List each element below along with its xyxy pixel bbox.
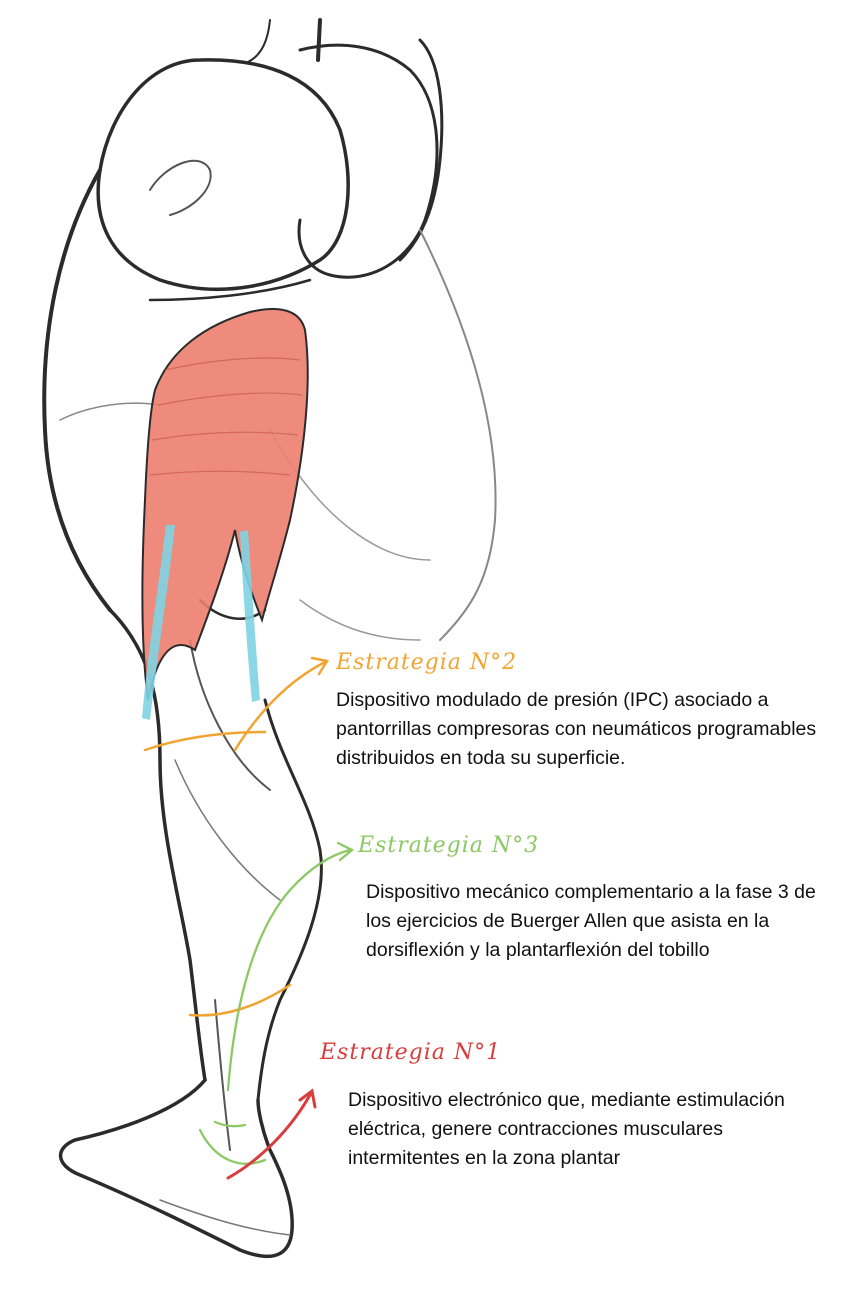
strategy-2-band	[143, 730, 267, 752]
thigh-outer-right	[419, 229, 497, 641]
back-outline	[247, 19, 271, 63]
glute-fold	[148, 278, 312, 302]
strategy-2-title: Estrategia N°2	[336, 650, 518, 675]
tendon-left	[142, 525, 175, 720]
spine-line	[316, 18, 322, 62]
right-buttock	[297, 43, 439, 279]
left-buttock	[96, 58, 350, 291]
strategy-1-description: Dispositivo electrónico que, mediante es…	[348, 1089, 785, 1169]
strategy-3-arrow	[226, 848, 352, 1092]
calf-outer-left	[108, 608, 207, 1082]
calf-outer-right	[256, 698, 323, 1102]
hamstring-muscle	[141, 308, 309, 701]
thigh-front-line	[59, 402, 161, 421]
calf-muscle-line	[189, 639, 271, 791]
strategy-1-arrow	[226, 1093, 312, 1180]
strategy-3-ankle-loop	[198, 1128, 267, 1165]
tendon-right	[240, 530, 260, 702]
strategy-1-arrowhead	[298, 1088, 317, 1109]
strategy-2-arrow	[233, 660, 327, 752]
strategy-2-description: Dispositivo modulado de presión (IPC) as…	[336, 689, 817, 769]
strategy-3-ankle-line	[213, 1120, 247, 1128]
strategy-2-band-lower	[188, 983, 292, 1017]
heel-line	[159, 1199, 291, 1236]
strategy-3-title: Estrategia N°3	[358, 833, 540, 858]
strategy-3-description: Dispositivo mecánico complementario a la…	[366, 881, 816, 961]
strategy-1-title: Estrategia N°1	[320, 1040, 502, 1065]
gluteal-crease	[149, 159, 212, 216]
foot-outline	[58, 1078, 294, 1259]
calf-muscle-line-2	[174, 759, 281, 901]
achilles-line	[214, 999, 231, 1151]
thigh-inner-line-2	[299, 599, 421, 641]
strategy-3-arrowhead	[336, 841, 355, 862]
thigh-outer-left	[42, 168, 112, 612]
strategy-2-arrowhead	[310, 656, 330, 676]
